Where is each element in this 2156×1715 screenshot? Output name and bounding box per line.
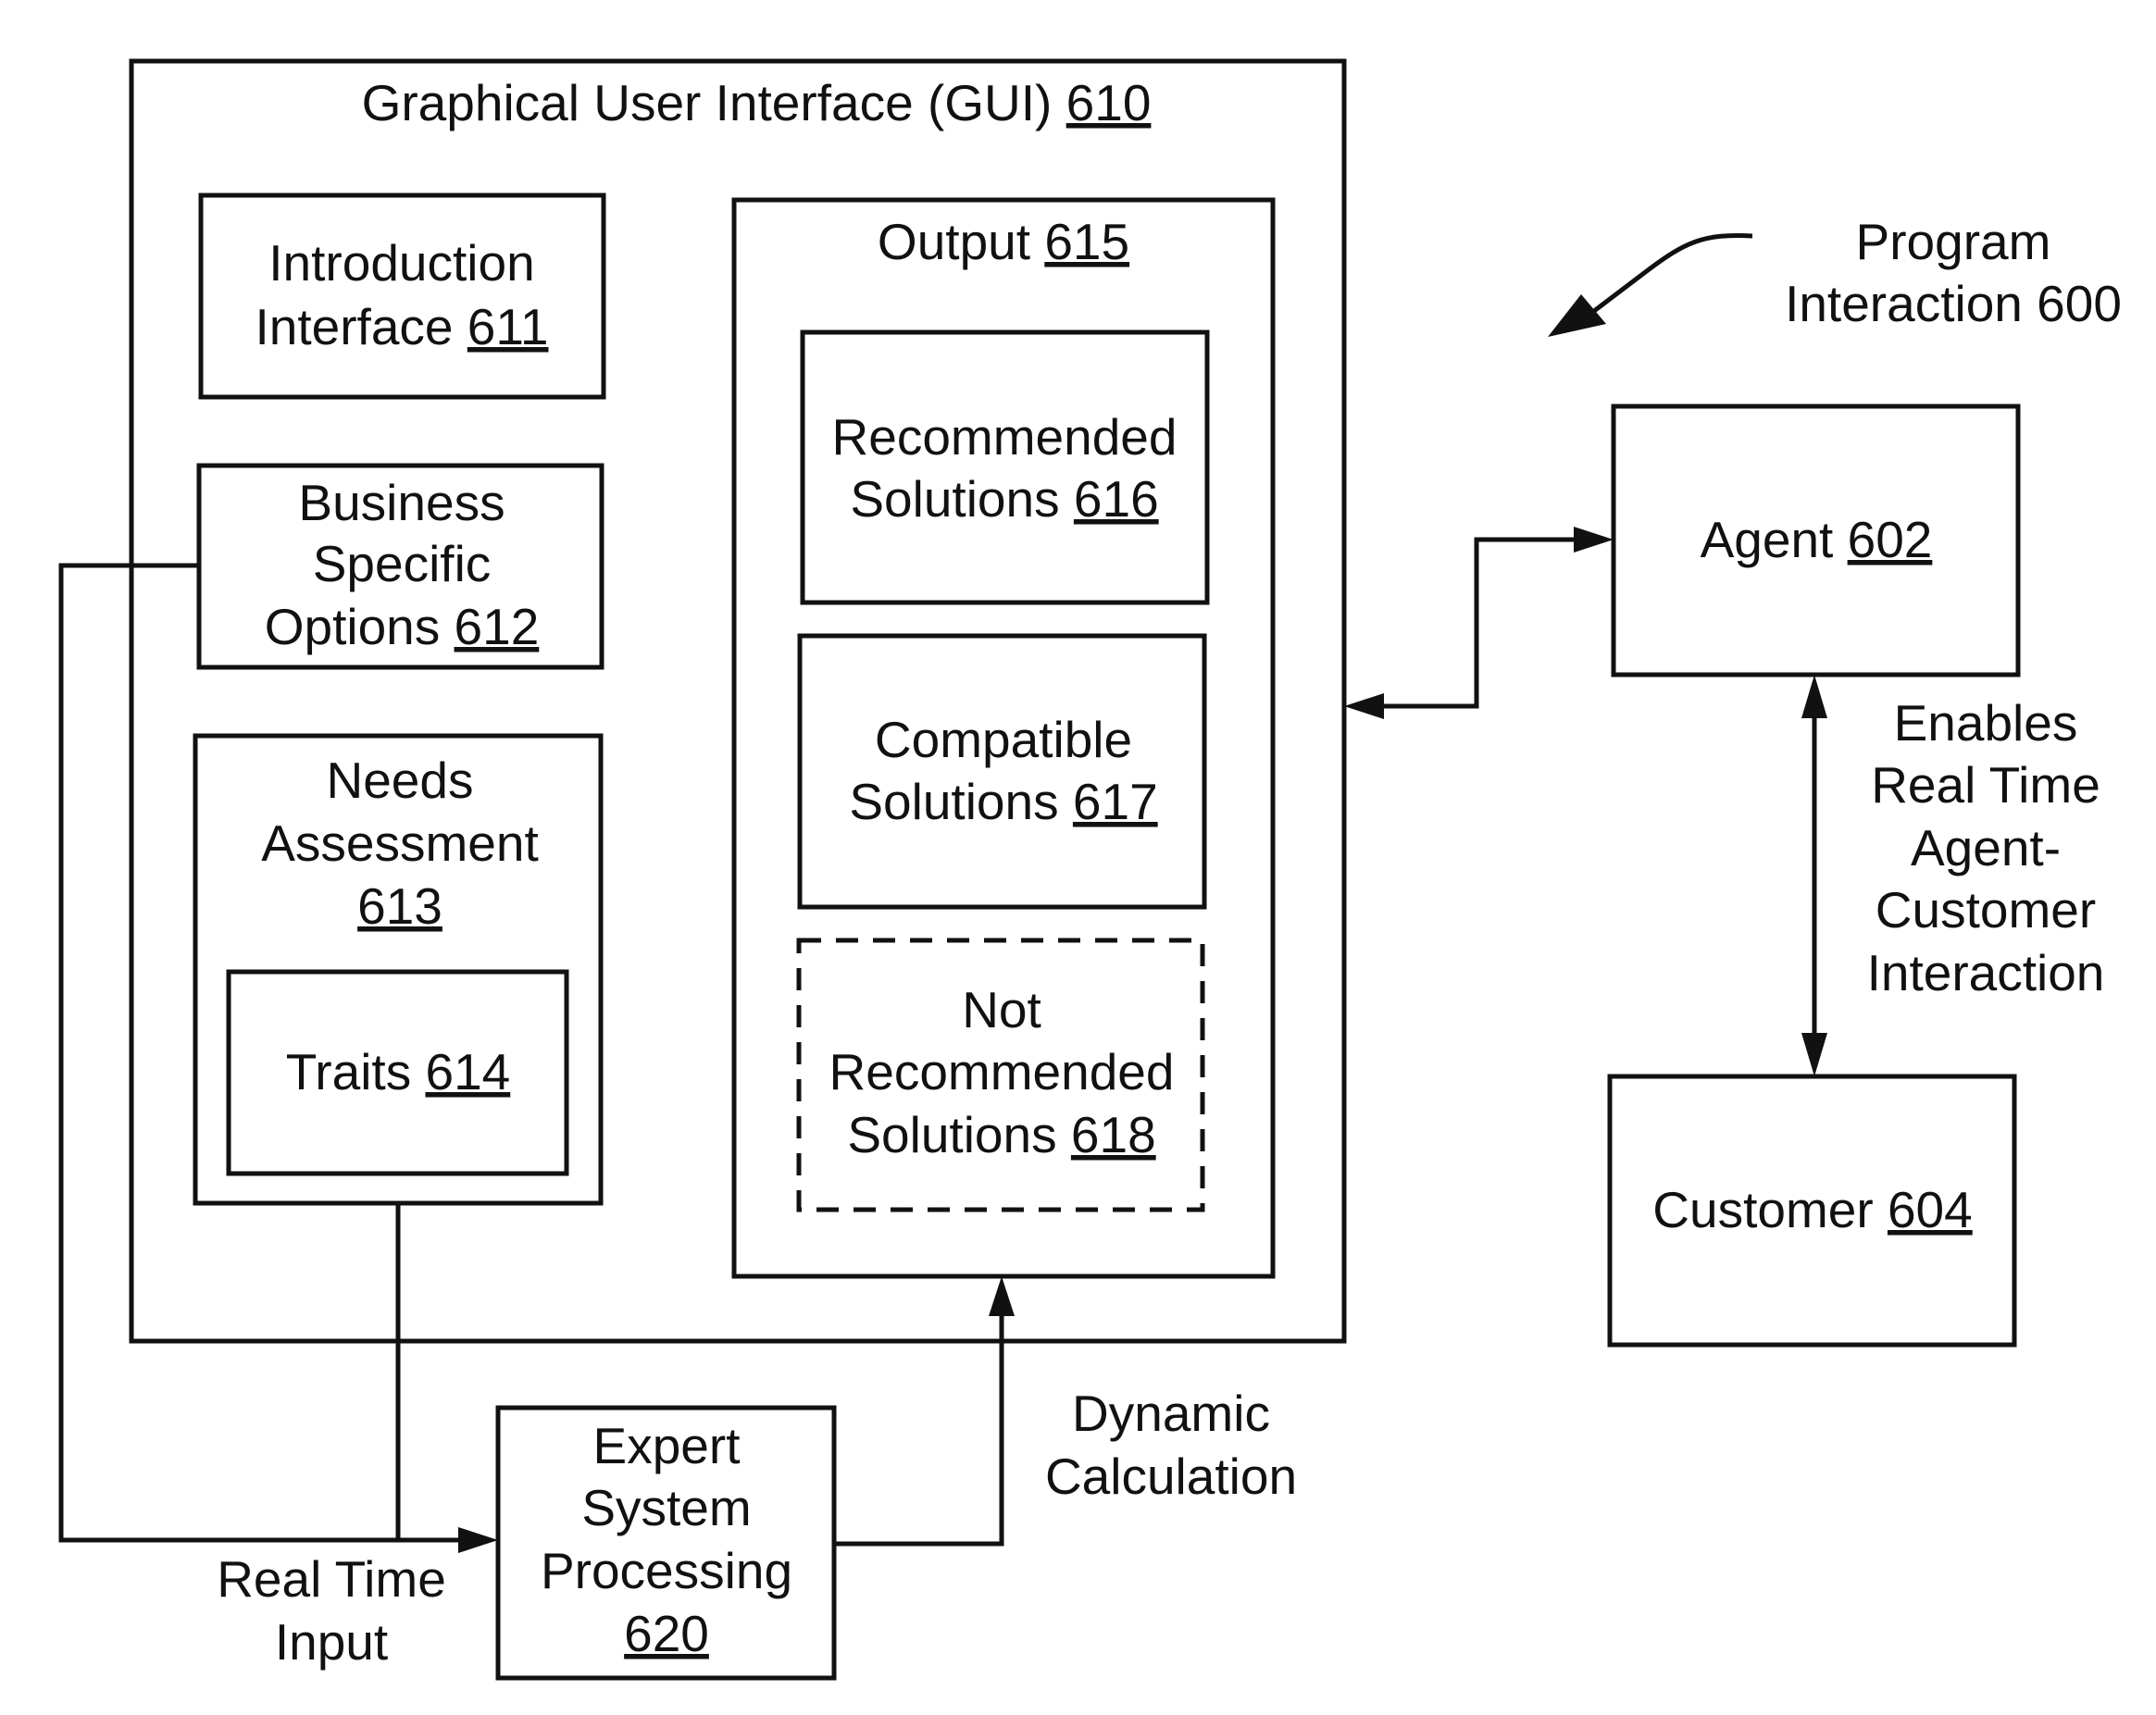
expert-system-ref: 620 (624, 1605, 709, 1662)
introduction-interface-line1: Introduction (268, 234, 534, 292)
traits-label: Traits 614 (286, 1043, 511, 1100)
needs-assessment-ref: 613 (357, 877, 442, 935)
program-interaction-line2: Interaction 600 (1785, 275, 2122, 332)
not-recommended-line1: Not (962, 981, 1041, 1038)
enables-line3: Agent- (1911, 819, 2061, 876)
dynamic-calculation-line2: Calculation (1045, 1448, 1297, 1505)
expert-system-line2: System (581, 1479, 751, 1536)
program-interaction-line1: Program (1856, 213, 2051, 270)
enables-line1: Enables (1894, 694, 2078, 752)
introduction-interface-box (201, 195, 604, 397)
business-options-line3: Options 612 (265, 598, 540, 655)
not-recommended-line2: Recommended (829, 1043, 1175, 1100)
real-time-input-line2: Input (275, 1613, 388, 1671)
program-pointer-arrowhead (1548, 294, 1606, 337)
expert-system-line1: Expert (593, 1417, 741, 1474)
gui-title: Graphical User Interface (GUI) 610 (362, 74, 1152, 131)
recommended-solutions-line2: Solutions 616 (850, 470, 1158, 528)
real-time-input-line1: Real Time (217, 1550, 446, 1608)
introduction-interface-line2: Interface 611 (255, 298, 549, 355)
not-recommended-line3: Solutions 618 (847, 1106, 1155, 1163)
agent-arrowhead (1801, 675, 1827, 718)
expert-system-line3: Processing (541, 1542, 792, 1599)
compatible-solutions-line1: Compatible (875, 711, 1132, 768)
recommended-solutions-box (803, 332, 1207, 603)
program-pointer-curve (1594, 235, 1752, 311)
enables-line4: Customer (1876, 881, 2096, 938)
customer-arrowhead (1801, 1033, 1827, 1076)
needs-assessment-line2: Assessment (261, 814, 539, 872)
dynamic-calculation-line1: Dynamic (1072, 1385, 1270, 1442)
agent-label: Agent 602 (1701, 511, 1933, 568)
compatible-solutions-box (800, 636, 1204, 907)
enables-line5: Interaction (1867, 944, 2105, 1001)
expert-to-output-connector (834, 1316, 1002, 1544)
enables-line2: Real Time (1871, 756, 2100, 814)
agent-side-arrowhead (1574, 527, 1614, 553)
business-options-line1: Business (298, 474, 505, 531)
recommended-solutions-line1: Recommended (832, 408, 1178, 466)
business-options-line2: Specific (313, 535, 492, 592)
output-title: Output 615 (878, 213, 1129, 270)
output-input-arrowhead (989, 1276, 1015, 1316)
customer-label: Customer 604 (1652, 1181, 1972, 1238)
compatible-solutions-line2: Solutions 617 (849, 773, 1157, 830)
gui-arrowhead (1344, 693, 1384, 719)
expert-input-arrowhead (458, 1527, 498, 1553)
gui-agent-connector (1384, 540, 1574, 706)
needs-assessment-line1: Needs (327, 752, 474, 809)
